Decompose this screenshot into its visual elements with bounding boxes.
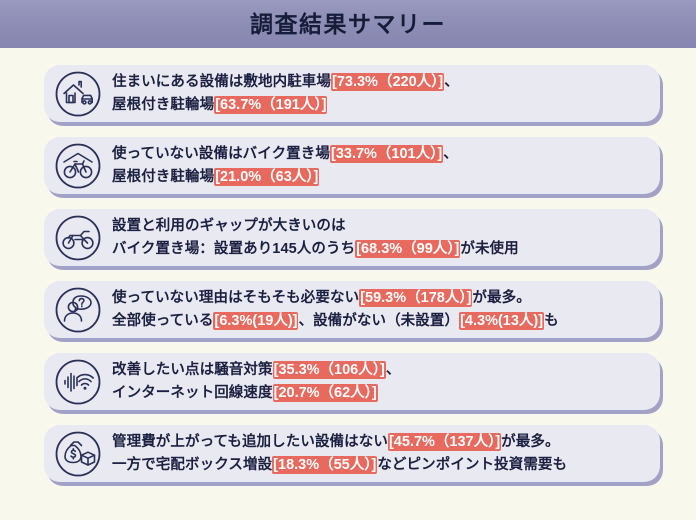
text-segment: 管理費が上がっても追加したい設備はない	[112, 434, 388, 451]
summary-card-line: インターネット回線速度[20.7%（62人）]	[112, 382, 650, 404]
text-segment: 、	[385, 362, 401, 379]
stat-highlight: [20.7%（62人）]	[272, 383, 378, 402]
summary-card-line: 設置と利用のギャップが大きいのは	[112, 215, 650, 237]
summary-card-text: 設置と利用のギャップが大きいのはバイク置き場：設置あり145人のうち[68.3%…	[104, 215, 660, 259]
text-segment: が未使用	[460, 240, 519, 257]
text-segment: 、設備がない（未設置）	[298, 312, 460, 329]
text-segment: 全部使っている	[112, 312, 214, 329]
header-bar: 調査結果サマリー	[0, 0, 696, 48]
summary-card-text: 使っていない理由はそもそも必要ない[59.3%（178人）]が最多。全部使ってい…	[104, 287, 660, 331]
motorcycle-icon	[52, 212, 104, 264]
stat-highlight: [33.7%（101人）]	[329, 145, 444, 164]
summary-card-line: 改善したい点は騒音対策[35.3%（106人）]、	[112, 359, 650, 381]
stat-highlight: [18.3%（55人）]	[272, 455, 378, 474]
text-segment: も	[544, 312, 559, 329]
summary-card: 管理費が上がっても追加したい設備はない[45.7%（137人）]が最多。一方で宅…	[44, 425, 660, 482]
sound-wifi-icon	[52, 356, 104, 408]
stat-highlight: [63.7%（191人）]	[214, 95, 328, 114]
stat-highlight: [35.3%（106人）]	[272, 361, 386, 380]
summary-card-line: 全部使っている[6.3%(19人)]、設備がない（未設置）[4.3%(13人)]…	[112, 310, 650, 332]
text-segment: 屋根付き駐輪場	[112, 96, 215, 113]
summary-card: 住まいにある設備は敷地内駐車場[73.3%（220人）]、屋根付き駐輪場[63.…	[44, 65, 660, 122]
text-segment: 一方で宅配ボックス増設	[112, 456, 273, 473]
summary-card-text: 改善したい点は騒音対策[35.3%（106人）]、インターネット回線速度[20.…	[104, 359, 660, 403]
text-segment: 改善したい点は騒音対策	[112, 362, 273, 379]
summary-card-text: 使っていない設備はバイク置き場[33.7%（101人）]、屋根付き駐輪場[21.…	[104, 143, 660, 187]
text-segment: が最多。	[472, 290, 531, 307]
page-title: 調査結果サマリー	[250, 10, 446, 37]
text-segment: が最多。	[501, 434, 560, 451]
summary-card-text: 住まいにある設備は敷地内駐車場[73.3%（220人）]、屋根付き駐輪場[63.…	[104, 71, 660, 115]
summary-card-text: 管理費が上がっても追加したい設備はない[45.7%（137人）]が最多。一方で宅…	[104, 431, 660, 475]
stat-highlight: [4.3%(13人)]	[459, 311, 545, 330]
house-with-car-icon	[52, 68, 104, 120]
stat-highlight: [21.0%（63人）]	[214, 167, 320, 186]
text-segment: 屋根付き駐輪場	[112, 168, 215, 185]
summary-card-line: 一方で宅配ボックス増設[18.3%（55人）]などピンポイント投資需要も	[112, 454, 650, 476]
summary-card: 改善したい点は騒音対策[35.3%（106人）]、インターネット回線速度[20.…	[44, 353, 660, 410]
person-question-icon	[52, 284, 104, 336]
bicycle-under-roof-icon	[52, 140, 104, 192]
text-segment: バイク置き場：設置あり145人のうち	[112, 240, 356, 257]
summary-card-line: 住まいにある設備は敷地内駐車場[73.3%（220人）]、	[112, 71, 650, 93]
text-segment: 住まいにある設備は敷地内駐車場	[112, 74, 331, 91]
stat-highlight: [68.3%（99人）]	[355, 239, 461, 258]
text-segment: 使っていない理由はそもそも必要ない	[112, 290, 360, 307]
text-segment: インターネット回線速度	[112, 384, 273, 401]
summary-card-line: 使っていない設備はバイク置き場[33.7%（101人）]、	[112, 143, 650, 165]
text-segment: 、	[443, 146, 458, 163]
summary-card-line: 屋根付き駐輪場[21.0%（63人）]	[112, 166, 650, 188]
text-segment: などピンポイント投資需要も	[377, 456, 568, 473]
summary-card-line: 屋根付き駐輪場[63.7%（191人）]	[112, 94, 650, 116]
summary-card-line: バイク置き場：設置あり145人のうち[68.3%（99人）]が未使用	[112, 238, 650, 260]
stat-highlight: [6.3%(19人)]	[213, 311, 299, 330]
stat-highlight: [73.3%（220人）]	[331, 73, 445, 92]
stat-highlight: [59.3%（178人）]	[359, 289, 473, 308]
summary-card: 使っていない設備はバイク置き場[33.7%（101人）]、屋根付き駐輪場[21.…	[44, 137, 660, 194]
summary-card: 設置と利用のギャップが大きいのはバイク置き場：設置あり145人のうち[68.3%…	[44, 209, 660, 266]
stat-highlight: [45.7%（137人）]	[387, 433, 502, 452]
money-bag-box-icon	[52, 428, 104, 480]
summary-card-line: 管理費が上がっても追加したい設備はない[45.7%（137人）]が最多。	[112, 431, 650, 453]
text-segment: 使っていない設備はバイク置き場	[112, 146, 330, 163]
text-segment: 、	[444, 74, 459, 91]
summary-card: 使っていない理由はそもそも必要ない[59.3%（178人）]が最多。全部使ってい…	[44, 281, 660, 338]
summary-card-list: 住まいにある設備は敷地内駐車場[73.3%（220人）]、屋根付き駐輪場[63.…	[0, 48, 696, 482]
summary-card-line: 使っていない理由はそもそも必要ない[59.3%（178人）]が最多。	[112, 287, 650, 309]
text-segment: 設置と利用のギャップが大きいのは	[112, 218, 346, 235]
